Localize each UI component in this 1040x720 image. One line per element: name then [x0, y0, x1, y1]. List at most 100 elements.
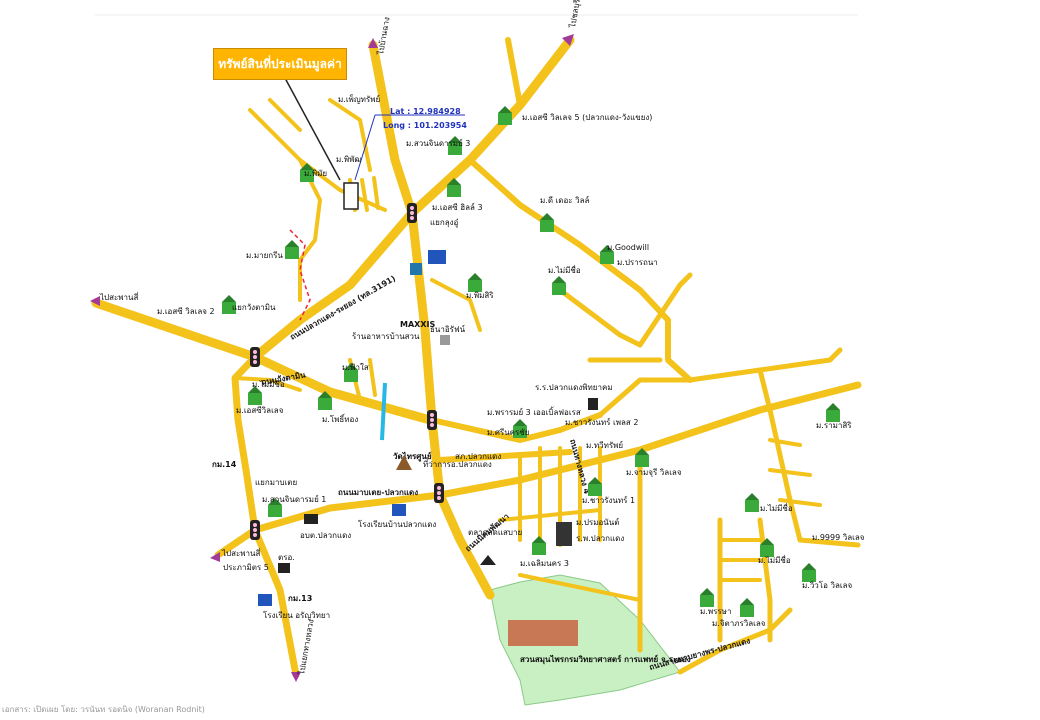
svg-text:ม.เอสซี วิลเลจ 2: ม.เอสซี วิลเลจ 2 — [157, 307, 215, 316]
svg-text:ม.ไม่มีชื่อ: ม.ไม่มีชื่อ — [760, 502, 793, 513]
svg-text:ม.เอสซี ฮิลล์ 3: ม.เอสซี ฮิลล์ 3 — [432, 202, 483, 212]
svg-text:ม.ทวีทรัพย์: ม.ทวีทรัพย์ — [586, 440, 623, 450]
svg-text:ม.พิพัฒ: ม.พิพัฒ — [336, 155, 362, 164]
svg-text:ม.Goodwill: ม.Goodwill — [607, 243, 649, 252]
dest-top-left: ไปบ้านฉาง — [376, 16, 392, 56]
km13-label: กม.13 — [288, 594, 312, 603]
svg-text:สวนสมุนไพรกรมวิทยาศาสตร์ การแพ: สวนสมุนไพรกรมวิทยาศาสตร์ การแพทย์ จ.ระยอ… — [520, 654, 691, 665]
arrow-northeast-icon — [562, 34, 574, 46]
svg-text:MAXXIS: MAXXIS — [400, 320, 435, 329]
coord-line-1 — [354, 114, 376, 181]
house-icon — [552, 276, 566, 295]
svg-text:โรงเรียนบ้านปลวกแดง: โรงเรียนบ้านปลวกแดง — [358, 519, 436, 529]
road-network — [91, 35, 862, 679]
svg-text:ม.มายกรีน: ม.มายกรีน — [246, 251, 283, 260]
coord-long: Long : 101.203954 — [383, 121, 467, 130]
house-icon — [740, 598, 754, 617]
temple-icon — [396, 455, 412, 470]
traffic-light-icon — [250, 520, 260, 540]
house-icon — [318, 391, 332, 410]
house-icon — [600, 245, 614, 264]
traffic-light-icon — [434, 483, 444, 503]
svg-text:วัดไทรศูนย์: วัดไทรศูนย์ — [393, 451, 432, 462]
canal — [380, 382, 387, 441]
svg-text:ม.สวนจินดารมย์ 1: ม.สวนจินดารมย์ 1 — [262, 494, 326, 504]
arrow-south-icon — [291, 672, 301, 682]
svg-text:ม.พิมสิริ: ม.พิมสิริ — [466, 291, 494, 300]
house-icon — [532, 536, 546, 555]
house-icon — [285, 240, 299, 259]
svg-text:ร.พ.ปลวกแดง: ร.พ.ปลวกแดง — [576, 534, 624, 543]
shop-icon — [440, 335, 450, 345]
svg-text:อบต.ปลวกแดง: อบต.ปลวกแดง — [300, 531, 351, 540]
traffic-light-icon — [427, 410, 437, 430]
svg-text:ร.ร.ปลวกแดงพิทยาคม: ร.ร.ปลวกแดงพิทยาคม — [535, 383, 613, 392]
arrow-west-icon — [210, 552, 220, 562]
place-labels: ม.เพ็ญทรัพย์ ม.พิมัย ม.พิพัฒ ม.มายกรีน ม… — [157, 94, 865, 665]
svg-text:ม.เพ็ญทรัพย์: ม.เพ็ญทรัพย์ — [338, 94, 380, 104]
school-icon — [258, 594, 272, 606]
dest-west2: ไปสะพานสี่ — [221, 547, 261, 558]
house-icon — [760, 538, 774, 557]
svg-text:ม.ชาวรังนทร์ 1: ม.ชาวรังนทร์ 1 — [582, 495, 635, 505]
svg-text:ม.ดี เดอะ วิลล์: ม.ดี เดอะ วิลล์ — [540, 195, 590, 205]
svg-text:ประภามิตร 5: ประภามิตร 5 — [223, 563, 269, 572]
coord-lat: Lat : 12.984928 — [390, 107, 461, 116]
house-icon — [700, 588, 714, 607]
svg-text:ม.พรรษา: ม.พรรษา — [700, 607, 731, 616]
house-icon — [745, 493, 759, 512]
svg-text:ม.พิมัย: ม.พิมัย — [304, 169, 327, 178]
svg-text:โรงเรียน อรัญวิทยา: โรงเรียน อรัญวิทยา — [263, 610, 330, 620]
svg-text:ม.พรารมย์ 3 เออเบิ้ลฟอเรส: ม.พรารมย์ 3 เออเบิ้ลฟอเรส — [487, 406, 581, 417]
lotus-store-icon — [428, 250, 446, 264]
house-icon — [826, 403, 840, 422]
svg-text:ม.จามจุรี วิลเลจ: ม.จามจุรี วิลเลจ — [626, 468, 682, 477]
subject-property-label: ทรัพย์สินที่ประเมินมูลค่า — [213, 48, 347, 80]
hospital-icon — [556, 522, 572, 546]
svg-text:ม.จิตาภรวิลเลจ: ม.จิตาภรวิลเลจ — [712, 619, 766, 628]
house-icon — [344, 363, 358, 382]
svg-text:ม.โพธิ์ทอง: ม.โพธิ์ทอง — [322, 413, 358, 424]
svg-text:ตลาดสดแสบาย: ตลาดสดแสบาย — [468, 528, 522, 537]
svg-text:ม.ปรารถนา: ม.ปรารถนา — [617, 258, 658, 267]
school-icon — [392, 504, 406, 516]
house-icon — [248, 386, 262, 405]
road-label: ถนนมาบเตย-ปลวกแดง — [338, 488, 418, 497]
svg-text:ม.เอสซี วิลเลจ 5 (ปลวกแดง-วังแ: ม.เอสซี วิลเลจ 5 (ปลวกแดง-วังแขยง) — [522, 113, 652, 122]
svg-text:ม.9999 วิลเลจ: ม.9999 วิลเลจ — [812, 533, 865, 542]
house-icon — [268, 498, 282, 517]
svg-text:ม.ปรมอนันต์: ม.ปรมอนันต์ — [576, 517, 619, 527]
svg-text:ม.ไม่มีชื่อ: ม.ไม่มีชื่อ — [758, 554, 791, 565]
svg-text:ม.ไม่มีชื่อ: ม.ไม่มีชื่อ — [548, 264, 581, 275]
svg-text:แยกลุงอู๋: แยกลุงอู๋ — [430, 218, 458, 228]
svg-text:สภ.ปลวกแดง: สภ.ปลวกแดง — [455, 452, 501, 461]
herb-garden-area — [489, 574, 681, 706]
house-icon — [513, 419, 527, 438]
svg-text:ตรอ.: ตรอ. — [278, 553, 295, 562]
market-icon — [480, 555, 496, 565]
svg-text:ม.สวนจินดารมย์ 3: ม.สวนจินดารมย์ 3 — [406, 138, 470, 148]
svg-text:ม.ชาวรังนทร์ เพลส 2: ม.ชาวรังนทร์ เพลส 2 — [565, 417, 638, 427]
subject-access-path — [289, 229, 311, 321]
shop-icon — [410, 263, 422, 275]
km14-label: กม.14 — [212, 460, 237, 469]
house-icon — [447, 178, 461, 197]
school-icon — [588, 398, 598, 410]
house-icon — [635, 448, 649, 467]
house-icon — [448, 136, 462, 155]
svg-text:ม.เอสซีวิลเลจ: ม.เอสซีวิลเลจ — [236, 406, 284, 415]
house-icon — [588, 477, 602, 496]
house-icon — [802, 563, 816, 582]
traffic-light-icon — [250, 347, 260, 367]
subject-parcel — [343, 182, 359, 210]
house-icon — [222, 295, 236, 314]
dest-west: ไปสะพานสี่ — [99, 291, 139, 302]
svg-text:ม.วิวโอ วิลเลจ: ม.วิวโอ วิลเลจ — [802, 580, 852, 590]
house-icon — [468, 273, 482, 292]
svg-text:แยกวังตามิน: แยกวังตามิน — [232, 303, 276, 312]
svg-text:ร้านอาหารบ้านสวน: ร้านอาหารบ้านสวน — [352, 332, 420, 341]
svg-text:ม.รามาสิริ: ม.รามาสิริ — [816, 421, 852, 430]
svg-text:ม.ฟ้าใส: ม.ฟ้าใส — [342, 363, 369, 372]
inspection-icon — [278, 563, 290, 573]
